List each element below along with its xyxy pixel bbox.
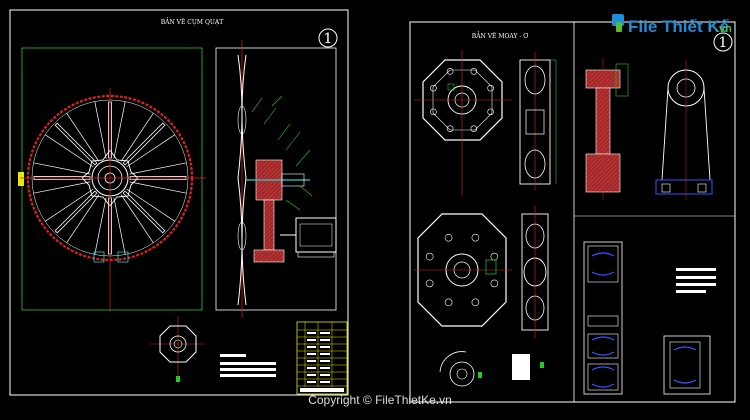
small-hub-view [150, 316, 206, 384]
sheet-hub: BẢN VẼ MOAY - Ơ 1 [409, 21, 736, 403]
sheet1-number-circle [318, 28, 338, 48]
sheet2-title: BẢN VẼ MOAY - Ơ [472, 32, 528, 40]
hub-side-view-bottom [521, 206, 549, 338]
sheet2-number-circle [713, 32, 733, 52]
fan-front-view [18, 47, 206, 312]
sheet1-number: 1 [324, 31, 333, 47]
fan-side-view [215, 40, 337, 318]
watermark-logo-text: File Thiết Kế [628, 17, 730, 36]
watermark-logo[interactable]: File Thiết Kế .vn [612, 14, 732, 36]
hub-section-view [414, 213, 512, 327]
sheet1-border [9, 9, 349, 396]
watermark-logo-suffix: .vn [716, 23, 732, 35]
hub-small-parts [439, 351, 544, 387]
hub-front-view [414, 50, 512, 196]
sheet2-number: 1 [719, 35, 728, 51]
sheet1-title: BẢN VẼ CỤM QUẠT [161, 18, 224, 26]
blade-profile-panels [583, 241, 716, 395]
watermark-copyright: Copyright © FileThietKe.vn [308, 393, 452, 407]
sheet1-title-block [296, 321, 348, 395]
shaft-bracket-views [585, 58, 713, 200]
sheet1-notes [220, 354, 276, 377]
sheet-fan-assembly: BẢN VẼ CỤM QUẠT 1 [9, 9, 349, 396]
hub-side-view [519, 52, 557, 190]
motor [295, 217, 337, 253]
sheet2-border [409, 21, 736, 403]
